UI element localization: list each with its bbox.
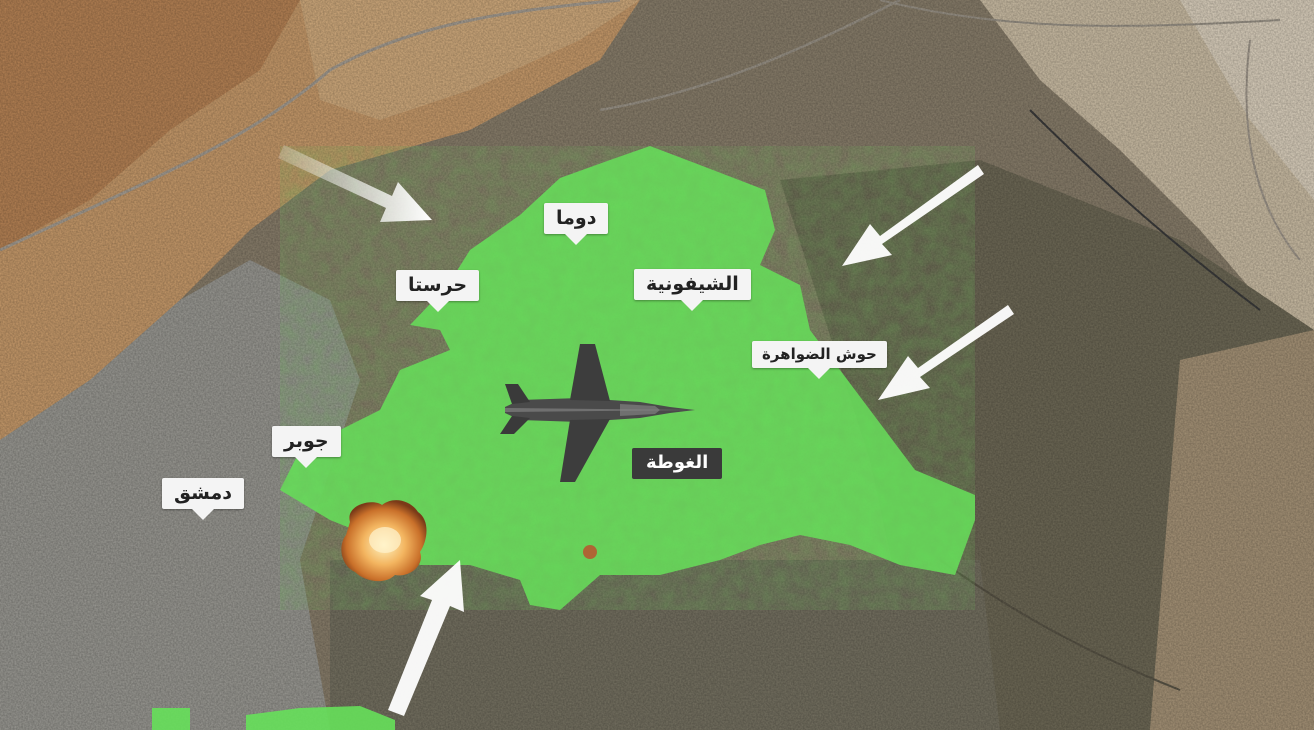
- attack-arrow-icon: [388, 560, 464, 716]
- explosion-icon: [341, 500, 427, 582]
- fighter-jet-icon: [500, 344, 695, 482]
- place-label-hawsh-dawahira: حوش الضواهرة: [752, 341, 887, 379]
- place-label-shifuniya: الشيفونية: [634, 269, 751, 311]
- region-label-ghouta: الغوطة: [632, 448, 723, 479]
- attack-arrow-icon: [878, 305, 1014, 400]
- place-label-harasta: حرستا: [396, 270, 480, 312]
- attack-arrow-icon: [842, 165, 984, 266]
- place-label-douma: دوما: [544, 203, 609, 245]
- place-label-damascus: دمشق: [162, 478, 244, 520]
- place-label-jobar: جوبر: [272, 426, 341, 468]
- attack-arrow-icon: [278, 145, 432, 222]
